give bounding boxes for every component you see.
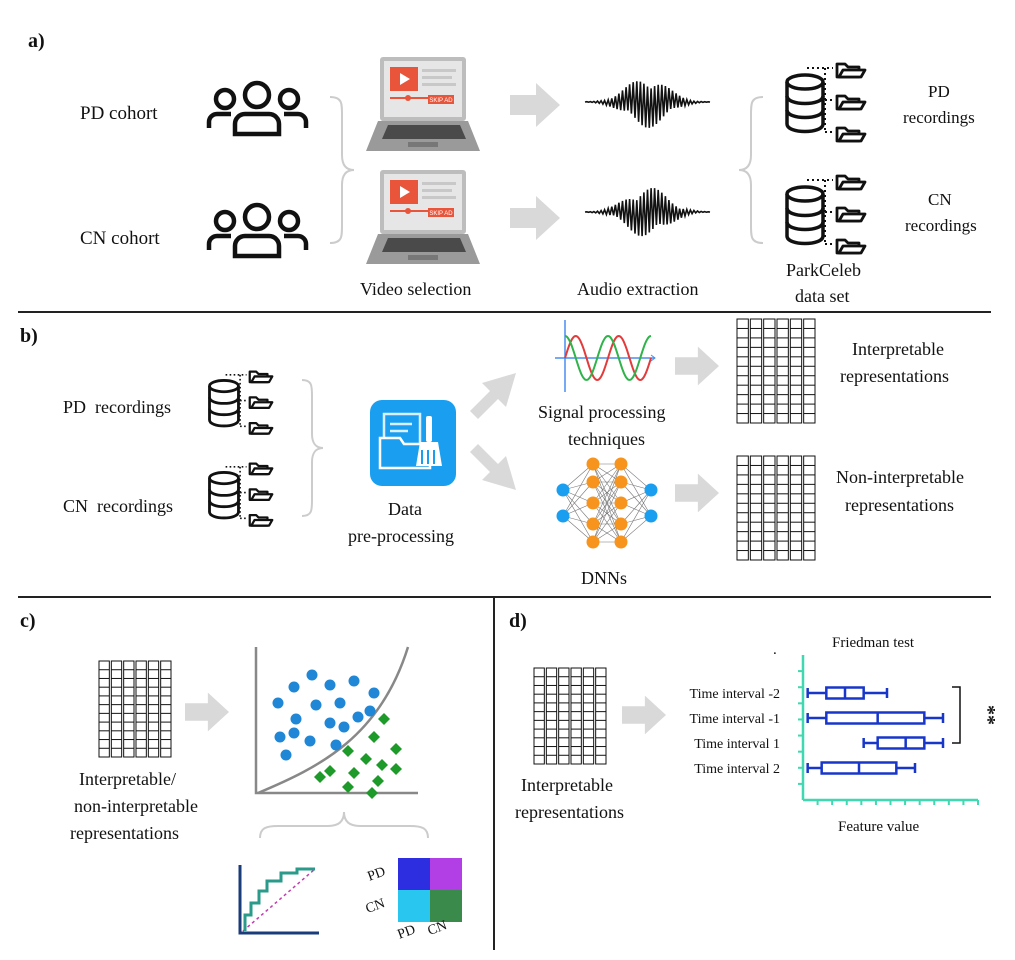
chart-title: Friedman test: [832, 635, 915, 651]
arrow-right-icon: [675, 473, 719, 513]
feature-matrix-icon: [98, 660, 172, 758]
panel-a-tag: a): [28, 30, 45, 52]
waveform-icon: [584, 188, 711, 237]
c-input-label-l2: non-interpretable: [74, 796, 198, 816]
people-icon: [206, 202, 309, 259]
database-folders-icon: [785, 62, 867, 143]
cn-cohort-label: CN cohort: [80, 228, 160, 249]
skip-ad-text: SKIP AD: [429, 211, 453, 217]
c-input-label-l3: representations: [70, 823, 179, 843]
box-0: [806, 686, 889, 700]
box-2: [862, 736, 945, 750]
cn-recordings-output-l1: CN: [928, 190, 952, 209]
cm-cell: [398, 858, 430, 890]
signal-processing-label-l2: techniques: [568, 429, 645, 449]
cm-cell: [430, 890, 462, 922]
d-input-label-l2: representations: [515, 802, 624, 822]
dataset-label-l1: ParkCeleb: [786, 260, 861, 280]
category-label: Time interval -1: [690, 712, 780, 727]
cm-row-pd: PD: [365, 864, 388, 885]
interpretable-label-l1: Interpretable: [852, 339, 944, 359]
noninterpretable-label-l2: representations: [845, 495, 954, 515]
arrow-right-icon: [675, 346, 719, 386]
noninterpretable-label-l1: Non-interpretable: [836, 467, 964, 487]
database-folders-icon: [208, 462, 274, 527]
people-icon: [206, 80, 309, 137]
brace: [259, 811, 429, 839]
skip-ad-text: SKIP AD: [429, 98, 453, 104]
laptop-video-icon: SKIP AD: [366, 170, 480, 264]
confusion-matrix: [398, 858, 462, 922]
separator-bc: [18, 596, 991, 598]
significance-marker: **: [977, 705, 999, 725]
preprocessing-label-l2: pre-processing: [348, 526, 454, 546]
arrow-diagonal-down-icon: [470, 444, 516, 490]
c-input-label-l1: Interpretable/: [79, 769, 176, 789]
pd-recordings-output-l2: recordings: [903, 108, 975, 127]
category-label: Time interval 2: [694, 762, 780, 777]
cn-recordings-output-l2: recordings: [905, 216, 977, 235]
cn-recordings-input-label: CN recordings: [63, 496, 173, 516]
d-input-label-l1: Interpretable: [521, 775, 613, 795]
category-label: Time interval -2: [690, 687, 780, 702]
panel-b-tag: b): [20, 325, 38, 347]
brace: [738, 96, 764, 244]
signal-processing-label-l1: Signal processing: [538, 402, 666, 422]
pd-recordings-input-label: PD recordings: [63, 397, 171, 417]
separator-ab: [18, 311, 991, 313]
arrow-diagonal-up-icon: [470, 373, 516, 419]
data-cleaning-icon: [370, 400, 456, 486]
chart-xlabel: Feature value: [838, 819, 920, 835]
friedman-boxplot: Time interval -2 Time interval -1 Time int…: [690, 655, 999, 805]
preprocessing-label-l1: Data: [388, 499, 422, 519]
video-selection-label: Video selection: [360, 279, 472, 299]
brace: [301, 379, 324, 517]
pd-cohort-label: PD cohort: [80, 103, 158, 124]
interpretable-label-l2: representations: [840, 366, 949, 386]
database-folders-icon: [785, 174, 867, 255]
brace: [329, 96, 355, 244]
cm-row-cn: CN: [363, 896, 388, 917]
cm-cell: [398, 890, 430, 922]
dnn-label: DNNs: [581, 568, 628, 588]
dataset-label-l2: data set: [795, 286, 850, 306]
waveform-icon: [584, 81, 711, 128]
cm-cell: [430, 858, 462, 890]
cm-col-pd: PD: [395, 922, 418, 943]
laptop-video-icon: SKIP AD: [366, 57, 480, 151]
feature-matrix-icon: [736, 455, 816, 561]
sine-waves-icon: [555, 320, 656, 392]
arrow-right-icon: [185, 692, 229, 732]
arrow-right-icon: [622, 695, 666, 735]
chart-dot: .: [773, 642, 777, 658]
separator-cd: [493, 596, 495, 950]
panel-d-tag: d): [509, 610, 527, 632]
category-label: Time interval 1: [694, 737, 780, 752]
audio-extraction-label: Audio extraction: [577, 279, 699, 299]
pd-recordings-output-l1: PD: [928, 82, 950, 101]
arrow-right-icon: [510, 83, 560, 127]
box-1: [806, 711, 945, 725]
feature-matrix-icon: [736, 318, 816, 424]
database-folders-icon: [208, 370, 274, 435]
feature-matrix-icon: [533, 667, 607, 765]
classification-scatter-plot: [254, 646, 418, 799]
roc-curve-plot: [238, 865, 319, 935]
arrow-right-icon: [510, 196, 560, 240]
box-3: [806, 761, 917, 775]
panel-c-tag: c): [20, 610, 36, 632]
neural-network-icon: [556, 457, 658, 549]
